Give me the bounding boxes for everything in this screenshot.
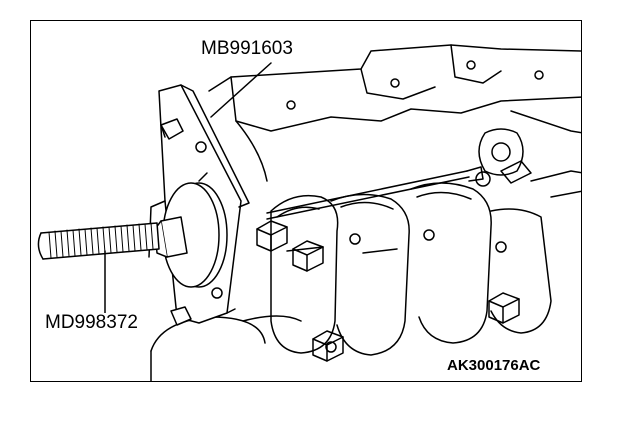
callout-md998372: MD998372 (43, 312, 140, 333)
flywheel-hub (150, 315, 302, 381)
callout-mb991603: MB991603 (199, 38, 295, 59)
figure-id-label: AK300176AC (445, 357, 543, 374)
engine-crankshaft-illustration (37, 44, 581, 381)
leader-mb991603 (210, 62, 272, 118)
illustration-frame: MB991603 MD998372 AK300176AC (30, 20, 582, 382)
bolts (256, 220, 520, 362)
puller-rod (266, 160, 532, 220)
threaded-puller-md998372 (37, 182, 228, 288)
leader-lines (104, 62, 272, 314)
cylinder-block (208, 44, 581, 198)
crankshaft (270, 182, 552, 356)
